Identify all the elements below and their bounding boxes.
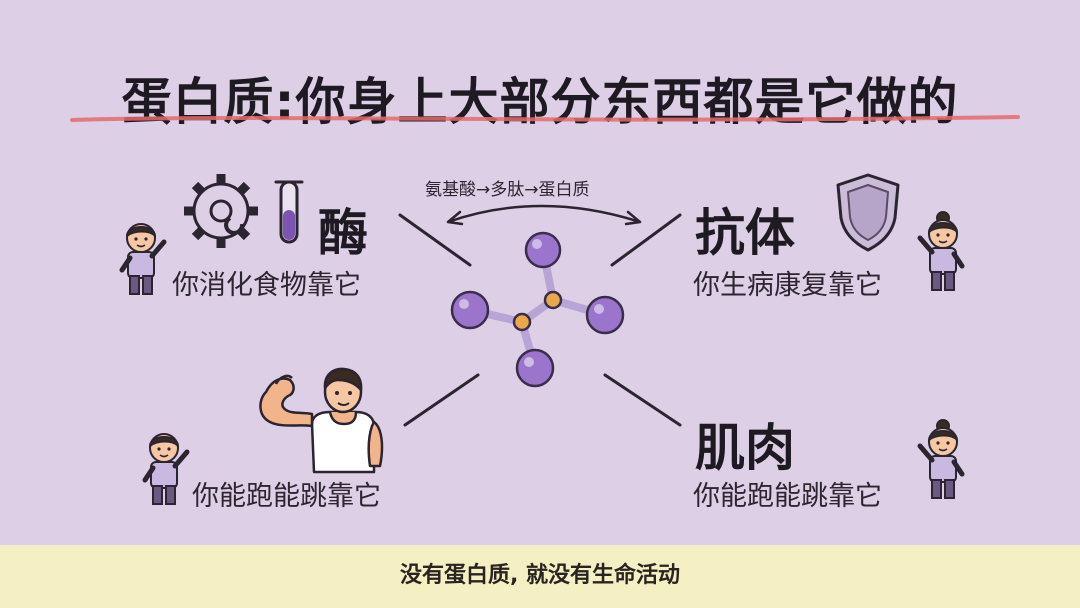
title-underline xyxy=(70,115,1020,122)
item-caption-enzyme: 你消化食物靠它 xyxy=(172,270,361,301)
item-caption-antibody: 你生病康复靠它 xyxy=(693,270,882,301)
test-tube-icon xyxy=(274,180,304,244)
child-waving-icon xyxy=(142,433,190,505)
child-waving-icon xyxy=(917,419,965,499)
molecule-icon xyxy=(450,231,625,388)
item-label-muscle: 肌肉 xyxy=(695,419,795,477)
item-label-enzyme: 酶 xyxy=(318,204,368,262)
child-waving-icon xyxy=(917,211,965,291)
gear-icon xyxy=(184,174,258,248)
footer-text: 没有蛋白质, 就没有生命活动 xyxy=(399,563,681,588)
item-caption-muscle-left: 你能跑能跳靠它 xyxy=(192,481,381,512)
child-waving-icon xyxy=(119,223,167,295)
arc-label: 氨基酸→多肽→蛋白质 xyxy=(425,180,590,200)
flexing-arm-icon xyxy=(259,367,384,474)
footer-banner: 没有蛋白质, 就没有生命活动 xyxy=(0,545,1080,608)
shield-icon xyxy=(836,173,900,252)
item-caption-muscle-right: 你能跑能跳靠它 xyxy=(693,481,882,512)
page-title: 蛋白质:你身上大部分东西都是它做的 xyxy=(121,73,959,131)
item-label-antibody: 抗体 xyxy=(695,204,795,262)
